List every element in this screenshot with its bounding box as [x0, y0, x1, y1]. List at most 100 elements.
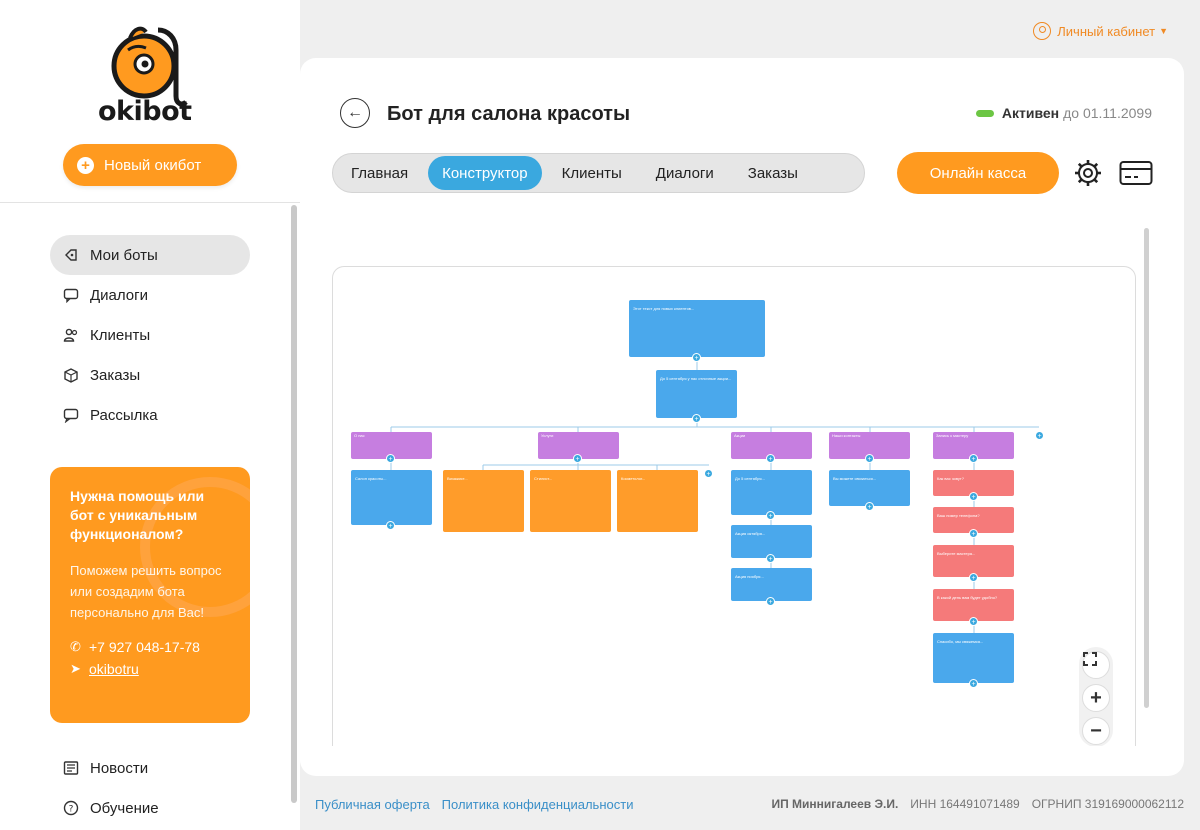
flow-node[interactable]: Спасибо, мы свяжемся...: [933, 633, 1014, 683]
help-telegram-link[interactable]: ➤ okibotru: [70, 661, 230, 677]
add-node-icon[interactable]: +: [766, 554, 775, 563]
flow-node[interactable]: Акция октября...: [731, 525, 812, 558]
sidebar-nav: Мои боты Диалоги Клиенты Заказы Рассылка: [50, 235, 250, 435]
sidebar-item-label: Обучение: [90, 799, 159, 817]
add-node-icon[interactable]: +: [969, 492, 978, 501]
add-node-icon[interactable]: +: [386, 454, 395, 463]
flow-node[interactable]: До 5 сентября у нас отличные акции...: [656, 370, 737, 418]
add-node-icon[interactable]: +: [969, 529, 978, 538]
sidebar-item-label: Заказы: [90, 366, 141, 384]
sidebar-item-orders[interactable]: Заказы: [50, 355, 250, 395]
status-indicator: [975, 109, 994, 117]
okibot-logo[interactable]: [96, 26, 206, 126]
add-node-icon[interactable]: +: [766, 597, 775, 606]
flow-node[interactable]: Выберите мастера...: [933, 545, 1014, 577]
add-node-icon[interactable]: +: [692, 414, 701, 423]
bot-status: Активен до 01.11.2099: [975, 105, 1152, 121]
back-button[interactable]: ←: [340, 98, 370, 128]
add-node-icon[interactable]: +: [386, 521, 395, 530]
flow-node[interactable]: Визажист...: [443, 470, 524, 532]
gear-icon[interactable]: [1073, 158, 1103, 188]
company-ogrnip: ОГРНИП 319169000062112: [1031, 797, 1184, 811]
sidebar-item-label: Диалоги: [90, 286, 148, 304]
users-icon: [62, 326, 80, 344]
sidebar-item-my-bots[interactable]: Мои боты: [50, 235, 250, 275]
add-node-icon[interactable]: +: [969, 679, 978, 688]
zoom-controls: + −: [1079, 647, 1113, 746]
flow-node[interactable]: Ваш номер телефона?: [933, 507, 1014, 533]
flow-node[interactable]: До 5 сентября...: [731, 470, 812, 515]
status-until: до 01.11.2099: [1063, 105, 1152, 121]
tab-dialogs[interactable]: Диалоги: [655, 164, 714, 182]
account-menu[interactable]: Личный кабинет ▼: [1033, 22, 1168, 40]
add-node-icon[interactable]: +: [692, 353, 701, 362]
flow-node[interactable]: Косметолог...: [617, 470, 698, 532]
decoration-ring: [140, 477, 250, 617]
sidebar-scrollbar[interactable]: [291, 205, 297, 803]
add-node-icon[interactable]: +: [969, 617, 978, 626]
add-node-icon[interactable]: +: [865, 454, 874, 463]
add-node-icon[interactable]: +: [1035, 431, 1044, 440]
add-node-icon[interactable]: +: [573, 454, 582, 463]
logo-wordmark: okibot: [98, 96, 192, 127]
fullscreen-button[interactable]: [1082, 651, 1110, 679]
privacy-link[interactable]: Политика конфиденциальности: [441, 797, 634, 812]
help-text: Поможем решить вопрос или создадим бота …: [70, 563, 222, 620]
tab-clients[interactable]: Клиенты: [561, 164, 622, 182]
help-title: Нужна помощь или бот с уникальным функци…: [70, 488, 205, 542]
flow-node[interactable]: В какой день вам будет удобно?: [933, 589, 1014, 621]
bot-icon: [62, 246, 80, 264]
payment-card-icon[interactable]: [1119, 159, 1153, 187]
phone-icon: ✆: [70, 639, 81, 654]
sidebar-item-learning[interactable]: ? Обучение: [50, 788, 250, 828]
help-icon: ?: [62, 799, 80, 817]
sidebar-item-mailing[interactable]: Рассылка: [50, 395, 250, 435]
chat-icon: [62, 286, 80, 304]
add-node-icon[interactable]: +: [704, 469, 713, 478]
flow-node[interactable]: Стилист...: [530, 470, 611, 532]
add-node-icon[interactable]: +: [766, 454, 775, 463]
chevron-down-icon: ▼: [1159, 26, 1168, 36]
arrow-left-icon: ←: [347, 104, 363, 121]
plus-icon: +: [1090, 686, 1102, 709]
flow-node[interactable]: Как вас зовут?: [933, 470, 1014, 496]
add-node-icon[interactable]: +: [969, 454, 978, 463]
zoom-out-button[interactable]: −: [1082, 717, 1110, 745]
tab-main[interactable]: Главная: [351, 164, 409, 182]
footer-links: Публичная оферта Политика конфиденциальн…: [315, 797, 633, 812]
fullscreen-icon: [1083, 652, 1097, 666]
telegram-icon: ➤: [70, 661, 81, 676]
minus-icon: −: [1090, 719, 1102, 742]
box-icon: [62, 366, 80, 384]
zoom-in-button[interactable]: +: [1082, 684, 1110, 712]
sidebar-item-clients[interactable]: Клиенты: [50, 315, 250, 355]
online-cash-button[interactable]: Онлайн касса: [897, 152, 1059, 194]
tab-constructor[interactable]: Конструктор: [428, 156, 542, 190]
svg-text:?: ?: [69, 805, 74, 815]
company-name: ИП Миннигалеев Э.И.: [771, 797, 899, 811]
flow-node[interactable]: Этот текст для новых клиентов...: [629, 300, 765, 357]
flow-node[interactable]: Салон красоты...: [351, 470, 432, 525]
news-icon: [62, 759, 80, 777]
sidebar-item-news[interactable]: Новости: [50, 748, 250, 788]
add-node-icon[interactable]: +: [766, 511, 775, 520]
sidebar: okibot + Новый окибот Мои боты Диалоги К…: [0, 0, 300, 830]
tab-orders[interactable]: Заказы: [747, 164, 798, 182]
sidebar-item-dialogs[interactable]: Диалоги: [50, 275, 250, 315]
sidebar-bottom-nav: Новости ? Обучение: [50, 748, 250, 828]
add-node-icon[interactable]: +: [969, 573, 978, 582]
flow-node[interactable]: Акция ноября...: [731, 568, 812, 601]
new-bot-label: Новый окибот: [104, 156, 202, 174]
offer-link[interactable]: Публичная оферта: [315, 797, 430, 812]
add-node-icon[interactable]: +: [865, 502, 874, 511]
company-inn: ИНН 164491071489: [910, 797, 1020, 811]
sidebar-divider: [0, 202, 300, 203]
footer-legal: ИП Миннигалеев Э.И. ИНН 164491071489 ОГР…: [771, 797, 1184, 811]
help-phone-link[interactable]: ✆ +7 927 048-17-78: [70, 639, 230, 655]
flow-canvas[interactable]: Этот текст для новых клиентов... + До 5 …: [332, 266, 1136, 746]
main-scrollbar[interactable]: [1144, 228, 1149, 708]
tab-bar: Главная Конструктор Клиенты Диалоги Зака…: [332, 153, 865, 193]
new-bot-button[interactable]: + Новый окибот: [63, 144, 237, 186]
account-label: Личный кабинет: [1057, 23, 1156, 39]
flow-node[interactable]: Вы можете связаться...: [829, 470, 910, 506]
